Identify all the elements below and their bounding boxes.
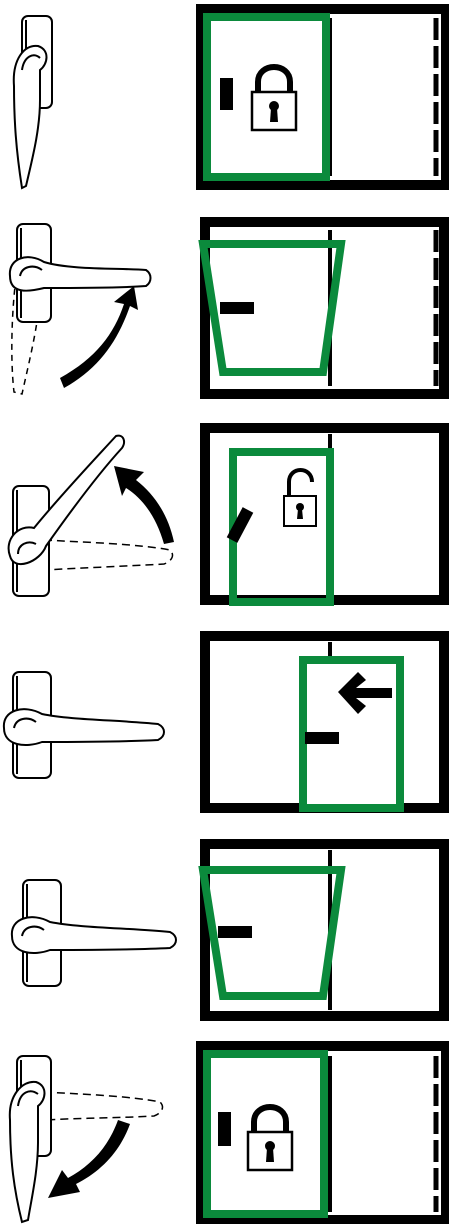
handle-previous-position-dashed (43, 539, 174, 571)
sash-handle-mark (226, 507, 254, 543)
handle-down-icon (8, 1055, 52, 1224)
sash-tilted (198, 240, 346, 376)
sash-handle-mark (218, 926, 252, 938)
step-5-close-tilt (0, 832, 449, 1036)
sash-closed (203, 13, 330, 181)
step-3-lift-unlock (0, 416, 449, 620)
step-4-slide-open (0, 624, 449, 828)
handle-horizontal-icon (2, 671, 165, 779)
locked-padlock-icon (250, 64, 298, 132)
left-arrow-icon (338, 672, 392, 714)
handle-horizontal-icon (8, 223, 152, 323)
sash-tilted (198, 866, 346, 1000)
step-6-closed-locked (0, 1020, 449, 1224)
step-1-closed-locked (0, 0, 449, 204)
rotate-up-arrow-icon (60, 286, 138, 388)
sash-handle-mark (220, 78, 233, 110)
sash-handle-mark (305, 732, 339, 744)
handle-down-icon (12, 15, 53, 190)
rotate-down-arrow-icon (48, 1120, 130, 1198)
sash-handle-mark (220, 302, 254, 314)
handle-raised-icon (7, 434, 125, 597)
sash-handle-mark (218, 1112, 231, 1146)
handle-horizontal-icon (10, 879, 177, 987)
sash-closed (203, 1050, 328, 1218)
rotate-up-arrow-icon (114, 466, 174, 544)
unlocked-padlock-icon (283, 468, 317, 527)
handle-previous-position-dashed (43, 1091, 164, 1121)
locked-padlock-icon (246, 1104, 294, 1172)
step-2-tilt (0, 208, 449, 412)
